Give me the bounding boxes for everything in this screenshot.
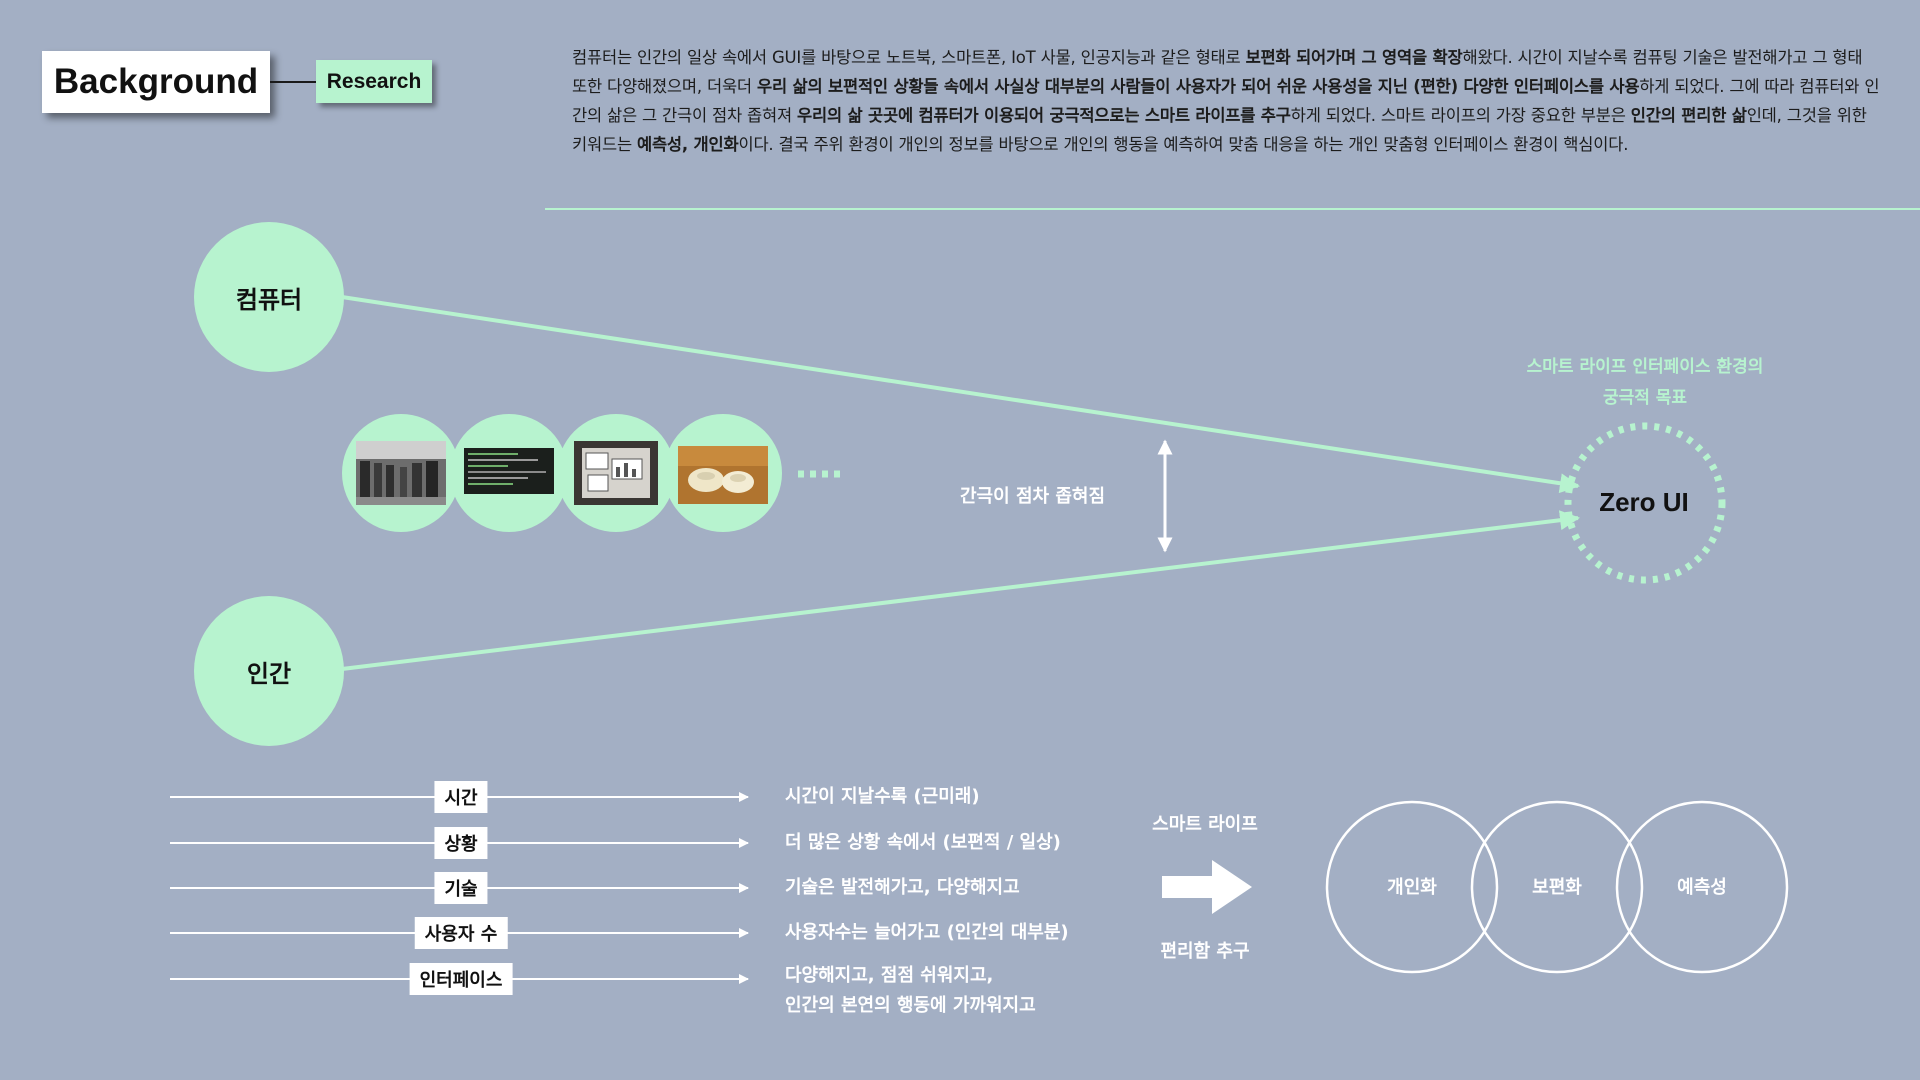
intro-emphasis: 인간의 편리한 삶 xyxy=(1630,106,1747,125)
intro-text: 하게 되었다. 그에 따라 컴퓨터와 인간의 삶은 그 간극이 점차 좁혀져 xyxy=(572,77,1880,125)
venn-label-universality: 보편화 xyxy=(1532,877,1582,898)
intro-text: 하게 되었다. 스마트 라이프의 가장 중요한 부분은 xyxy=(1290,106,1631,125)
goal-label-line2: 궁극적 목표 xyxy=(1602,388,1688,408)
intro-emphasis: 우리 삶의 보편적인 상황들 속에서 사실상 대부분의 사람들이 사용자가 되어… xyxy=(756,77,1640,96)
human-convergence-line xyxy=(341,510,1580,671)
intro-paragraph: 컴퓨터는 인간의 일상 속에서 GUI를 바탕으로 노트북, 스마트폰, IoT… xyxy=(572,43,1882,159)
computer-convergence-line xyxy=(341,295,1580,494)
trend-tag-users: 사용자 수 xyxy=(414,917,508,949)
zero-ui-dashed-circle xyxy=(1564,422,1726,584)
thumbnail-mouse xyxy=(664,414,782,532)
trend-result-users: 사용자수는 늘어가고 (인간의 대부분) xyxy=(785,922,1069,943)
intro-text: 컴퓨터는 인간의 일상 속에서 GUI를 바탕으로 노트북, 스마트폰, IoT… xyxy=(572,48,1246,67)
intro-divider xyxy=(545,208,1920,210)
intro-emphasis: 보편화 되어가며 그 영역을 확장 xyxy=(1245,48,1463,67)
trend-result-interface-line2: 인간의 본연의 행동에 가까워지고 xyxy=(785,995,1036,1016)
trend-tag-time: 시간 xyxy=(434,781,488,813)
trend-result-interface-line1: 다양해지고, 점점 쉬워지고, xyxy=(785,965,994,986)
computer-node: 컴퓨터 xyxy=(194,222,344,372)
intro-text: 해왔다. 시간이 지날수록 컴퓨팅 기술은 발전해가고 그 형태 또한 다양해졌… xyxy=(572,48,1863,96)
smart-life-label: 스마트 라이프 xyxy=(1152,814,1258,835)
venn-label-personalization: 개인화 xyxy=(1387,877,1437,898)
venn-label-predictability: 예측성 xyxy=(1677,877,1727,898)
intro-text: 인데, 그것을 위한 키워드는 xyxy=(572,106,1867,154)
trend-result-time: 시간이 지날수록 (근미래) xyxy=(785,786,980,807)
page-title: Background xyxy=(42,51,270,113)
goal-label-line1: 스마트 라이프 인터페이스 환경의 xyxy=(1526,357,1764,377)
thumbnail-gui xyxy=(557,414,675,532)
thumbnail-mainframe xyxy=(342,414,460,532)
intro-emphasis: 예측성, 개인화 xyxy=(636,135,739,154)
venn-diagram xyxy=(1325,800,1789,974)
terminal-screen-icon xyxy=(464,448,554,494)
trend-tag-technology: 기술 xyxy=(434,872,488,904)
intro-text: 이다. 결국 주위 환경이 개인의 정보를 바탕으로 개인의 행동을 예측하여 … xyxy=(738,135,1629,154)
trend-result-interface: 다양해지고, 점점 쉬워지고, 인간의 본연의 행동에 가까워지고 xyxy=(785,961,1036,1021)
mainframe-photo-icon xyxy=(356,441,446,505)
trend-tag-situation: 상황 xyxy=(434,827,488,859)
trend-result-situation: 더 많은 상황 속에서 (보편적 / 일상) xyxy=(785,832,1061,853)
thumbnail-terminal xyxy=(450,414,568,532)
goal-label: 스마트 라이프 인터페이스 환경의 궁극적 목표 xyxy=(1460,352,1830,414)
gap-label: 간극이 점차 좁혀짐 xyxy=(960,486,1106,507)
human-node: 인간 xyxy=(194,596,344,746)
big-right-arrow-icon xyxy=(1162,860,1252,914)
gui-monitor-icon xyxy=(574,441,658,505)
convenience-label: 편리함 추구 xyxy=(1160,941,1250,962)
section-tag: Research xyxy=(316,60,432,103)
zero-ui-label: Zero UI xyxy=(1599,487,1689,517)
trend-tag-interface: 인터페이스 xyxy=(409,963,513,995)
intro-emphasis: 우리의 삶 곳곳에 컴퓨터가 이용되어 궁극적으로는 스마트 라이프를 추구 xyxy=(797,106,1291,125)
trend-result-technology: 기술은 발전해가고, 다양해지고 xyxy=(785,877,1020,898)
title-connector-line xyxy=(270,81,316,83)
computer-mouse-icon xyxy=(678,446,768,504)
